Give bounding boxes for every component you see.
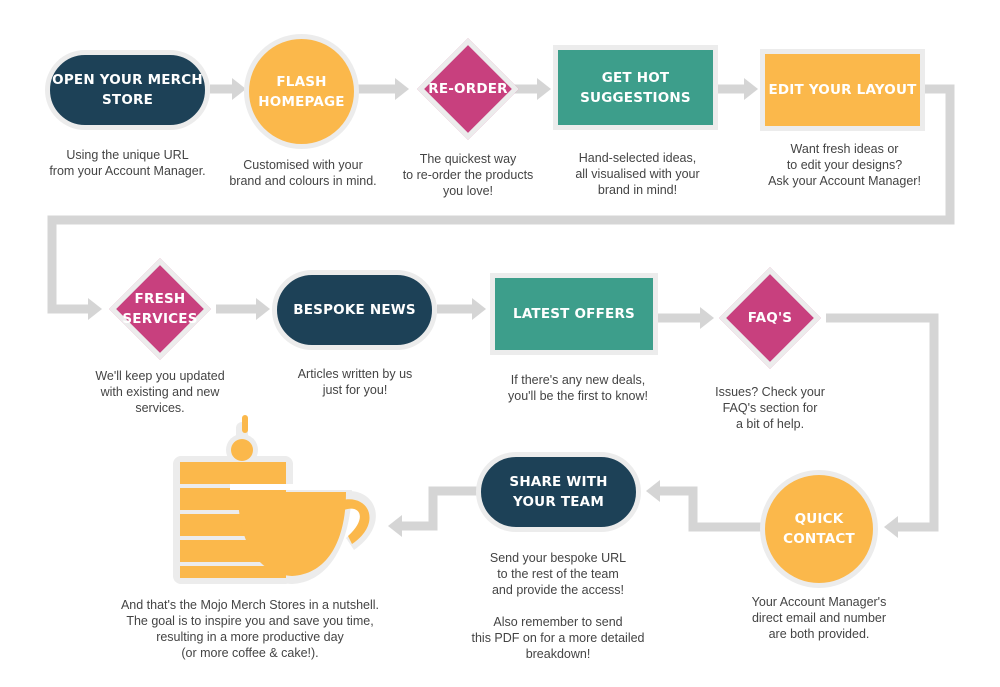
step-latest-offers: LATEST OFFERS	[490, 273, 658, 355]
step-get-hot-suggestions: GET HOT SUGGESTIONS	[553, 45, 718, 130]
step-bespoke-news: BESPOKE NEWS	[272, 270, 437, 350]
arrowhead-8	[472, 298, 486, 320]
step-title: EDIT YOUR LAYOUT	[768, 82, 917, 98]
arrowhead-4	[537, 78, 551, 100]
step-description: Your Account Manager's direct email and …	[751, 595, 887, 641]
step-title: FAQ'S	[747, 310, 793, 326]
step-title: OPEN YOUR MERCH STORE	[52, 72, 203, 108]
coffee-cup-and-cake-icon	[173, 415, 376, 584]
step-description: Issues? Check your FAQ's section for a b…	[715, 385, 825, 431]
connector-10-11	[660, 486, 762, 532]
arrowhead-11	[646, 480, 660, 502]
step-title: SHARE WITH YOUR TEAM	[509, 474, 608, 510]
step-description: If there's any new deals, you'll be the …	[508, 373, 648, 403]
step-quick-contact: QUICK CONTACT	[760, 470, 878, 588]
arrowhead-3	[395, 78, 409, 100]
step-share-with-your-team: SHARE WITH YOUR TEAM	[476, 452, 641, 532]
step-description: Customised with your brand and colours i…	[229, 158, 377, 188]
step-title: LATEST OFFERS	[513, 306, 635, 322]
step-description: Using the unique URL from your Account M…	[49, 148, 206, 178]
step-title: FRESH SERVICES	[122, 291, 198, 327]
step-title: BESPOKE NEWS	[293, 302, 416, 318]
summary-text: And that's the Mojo Merch Stores in a nu…	[120, 598, 380, 660]
step-title: RE-ORDER	[428, 81, 508, 97]
arrowhead-9	[700, 307, 714, 329]
step-title: FLASH HOMEPAGE	[258, 73, 345, 110]
connector-11-end	[402, 486, 477, 531]
step-open-your-merch-store: OPEN YOUR MERCH STORE	[45, 50, 210, 130]
step-flash-homepage: FLASH HOMEPAGE	[244, 34, 359, 149]
connector-5-6	[47, 84, 955, 314]
step-description: The quickest way to re-order the product…	[402, 152, 534, 198]
step-description: Hand-selected ideas, all visualised with…	[575, 151, 700, 197]
step-edit-your-layout: EDIT YOUR LAYOUT	[760, 49, 925, 131]
connector-9-10	[826, 313, 939, 532]
arrowhead-7	[256, 298, 270, 320]
step-title: GET HOT SUGGESTIONS	[580, 69, 691, 106]
step-description: Articles written by us just for you!	[297, 367, 413, 397]
arrowhead-6	[88, 298, 102, 320]
arrowhead-2	[232, 78, 246, 100]
step-description: We'll keep you updated with existing and…	[95, 369, 225, 415]
arrowhead-5	[744, 78, 758, 100]
step-description: Want fresh ideas or to edit your designs…	[768, 142, 921, 188]
arrowhead-end	[388, 515, 402, 537]
step-description: Send your bespoke URL to the rest of the…	[471, 551, 645, 661]
step-faqs: FAQ'S	[714, 262, 826, 374]
step-fresh-services: FRESH SERVICES	[104, 253, 216, 365]
step-re-order: RE-ORDER	[412, 33, 524, 145]
arrowhead-10	[884, 516, 898, 538]
step-title: QUICK CONTACT	[783, 511, 855, 547]
